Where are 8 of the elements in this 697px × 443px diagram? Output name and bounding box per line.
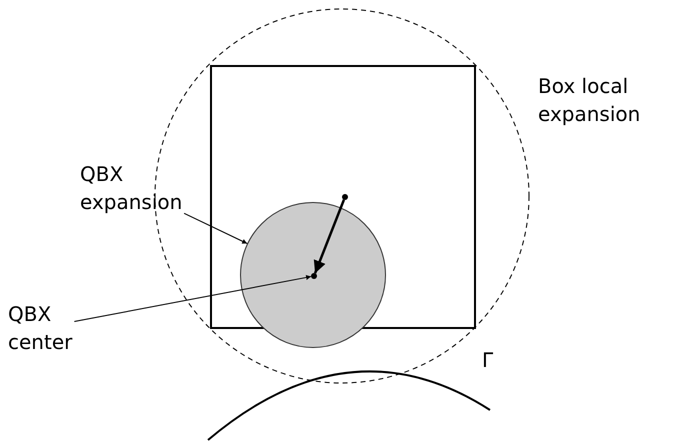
leader-arrow [184,212,248,244]
region-label: Box local expansion [538,73,640,128]
callout-text: QBX center [8,300,72,356]
curve-label: Γ [482,347,494,374]
leader-arrow [74,275,312,322]
center-dot [311,273,317,279]
callout-text: QBX expansion [80,160,182,216]
point-dot [342,194,348,200]
